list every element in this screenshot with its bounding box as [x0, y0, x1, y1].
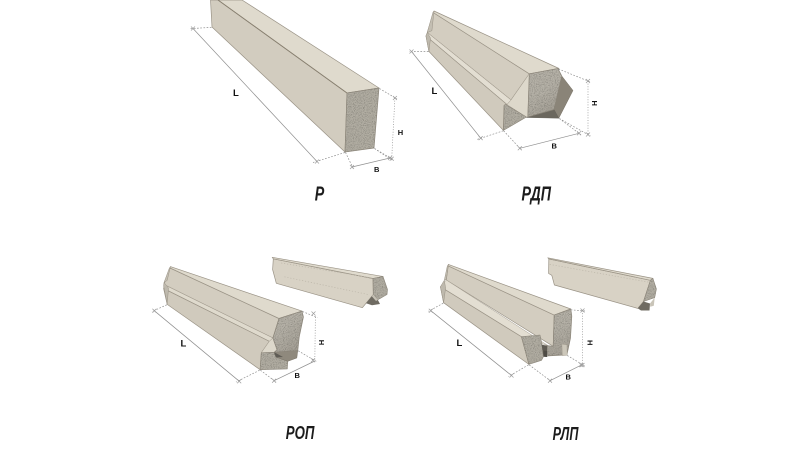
svg-text:H: H [590, 100, 599, 105]
svg-text:H: H [585, 340, 594, 345]
svg-text:Р: Р [315, 184, 325, 206]
svg-text:РДП: РДП [522, 184, 552, 206]
svg-text:L: L [181, 339, 187, 350]
svg-text:L: L [432, 86, 438, 97]
svg-text:B: B [374, 165, 380, 174]
svg-text:H: H [398, 128, 403, 137]
svg-text:РЛП: РЛП [553, 424, 579, 444]
svg-text:B: B [552, 142, 558, 151]
svg-text:H: H [317, 340, 326, 345]
svg-text:РОП: РОП [286, 422, 315, 443]
svg-text:B: B [295, 371, 301, 380]
svg-text:B: B [566, 372, 572, 381]
svg-text:L: L [457, 338, 463, 349]
svg-text:L: L [233, 88, 239, 99]
